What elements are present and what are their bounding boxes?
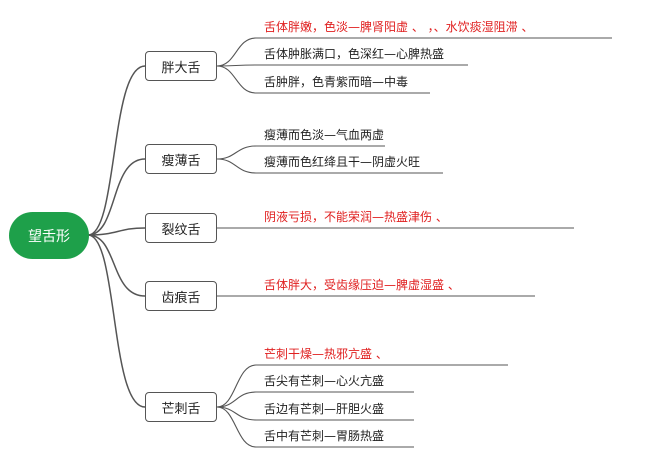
topic-chihen: 齿痕舌 xyxy=(145,281,217,311)
leaf-mangci-4: 舌中有芒刺—胃肠热盛 xyxy=(264,429,385,443)
leaf-mangci-1: 芒刺干燥—热邪亢盛 、 xyxy=(264,347,388,361)
topic-pangda: 胖大舌 xyxy=(145,51,217,81)
topic-shoubo: 瘦薄舌 xyxy=(145,144,217,174)
topic-mangci: 芒刺舌 xyxy=(145,392,217,422)
leaf-pangda-1: 舌体胖嫩，色淡—脾肾阳虚 、 ，、水饮痰湿阻滞 、 xyxy=(264,20,534,34)
leaf-chihen-1: 舌体胖大，受齿缘压迫—脾虚湿盛 、 xyxy=(264,278,460,292)
leaf-liewen-1: 阴液亏损，不能荣润—热盛津伤 、 xyxy=(264,210,448,224)
topic-liewen: 裂纹舌 xyxy=(145,213,217,243)
leaf-mangci-3: 舌边有芒刺—肝胆火盛 xyxy=(264,402,385,416)
leaf-shoubo-1: 瘦薄而色淡—气血两虚 xyxy=(264,128,385,142)
leaf-mangci-2: 舌尖有芒刺—心火亢盛 xyxy=(264,374,385,388)
leaf-pangda-3: 舌肿胖，色青紫而暗—中毒 xyxy=(264,75,409,89)
root-node: 望舌形 xyxy=(9,212,89,259)
leaf-connectors xyxy=(216,37,612,448)
leaf-shoubo-2: 瘦薄而色红绛且干—阴虚火旺 xyxy=(264,155,421,169)
leaf-pangda-2: 舌体肿胀满口，色深红—心脾热盛 xyxy=(264,47,445,61)
root-connectors xyxy=(87,65,146,408)
